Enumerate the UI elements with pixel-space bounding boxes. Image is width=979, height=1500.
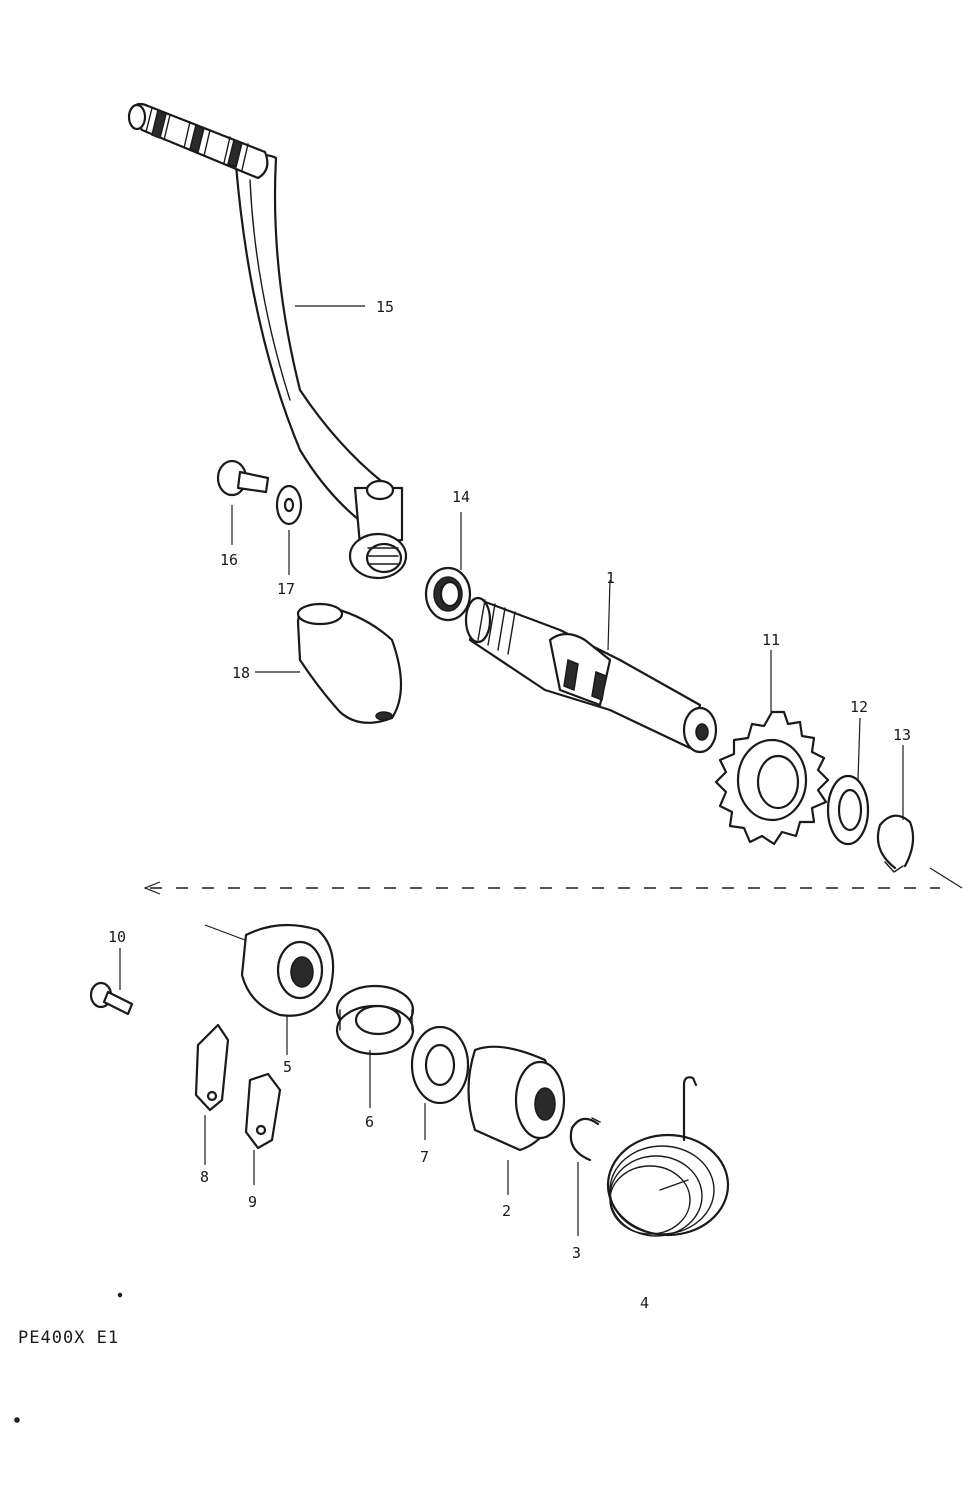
- washer-12-part: [826, 774, 870, 846]
- return-spring-4-part: [606, 1076, 730, 1237]
- assembly-divider-line: [143, 867, 963, 895]
- circlip-3-part: [569, 1117, 601, 1162]
- callout-2: 2: [502, 1202, 511, 1220]
- callout-labels: 15 14 1 11 12 13 16 17 18 10 5 6 7 2 3 4…: [108, 298, 911, 1312]
- callout-4: 4: [640, 1294, 649, 1312]
- callout-6: 6: [365, 1113, 374, 1131]
- kick-gear-11-part: [714, 710, 830, 846]
- kick-shaft-1-part: [464, 596, 718, 754]
- callout-17: 17: [277, 580, 295, 598]
- bolt-10-part: [89, 981, 134, 1016]
- callout-leaders: [119, 305, 904, 1236]
- model-code-label: PE400X E1: [18, 1328, 119, 1348]
- boot-cover-18-part: [296, 602, 403, 724]
- callout-13: 13: [893, 726, 911, 744]
- lock-plate-8-part: [194, 1023, 230, 1112]
- callout-3: 3: [572, 1244, 581, 1262]
- spring-spacer-6-part: [335, 984, 415, 1056]
- callout-10: 10: [108, 928, 126, 946]
- kick-lever-boss: [348, 479, 408, 580]
- callout-12: 12: [850, 698, 868, 716]
- callout-15: 15: [376, 298, 394, 316]
- ratchet-2-part: [467, 1045, 566, 1152]
- callout-11: 11: [762, 631, 780, 649]
- callout-9: 9: [248, 1193, 257, 1211]
- circlip-13-part: [876, 814, 915, 873]
- washer-7-part: [410, 1025, 470, 1105]
- callout-14: 14: [452, 488, 470, 506]
- kick-lever-part: [127, 102, 408, 580]
- washer-17-part: [275, 484, 303, 526]
- callout-7: 7: [420, 1148, 429, 1166]
- callout-5: 5: [283, 1058, 292, 1076]
- callout-8: 8: [200, 1168, 209, 1186]
- kick-lever-grip: [127, 102, 269, 180]
- lock-plate-9-part: [244, 1072, 282, 1150]
- oil-seal-14-part: [424, 566, 472, 622]
- callout-18: 18: [232, 664, 250, 682]
- ratchet-guide-5-part: [204, 923, 335, 1017]
- bolt-16-part: [216, 459, 270, 497]
- callout-1: 1: [606, 569, 615, 587]
- callout-16: 16: [220, 551, 238, 569]
